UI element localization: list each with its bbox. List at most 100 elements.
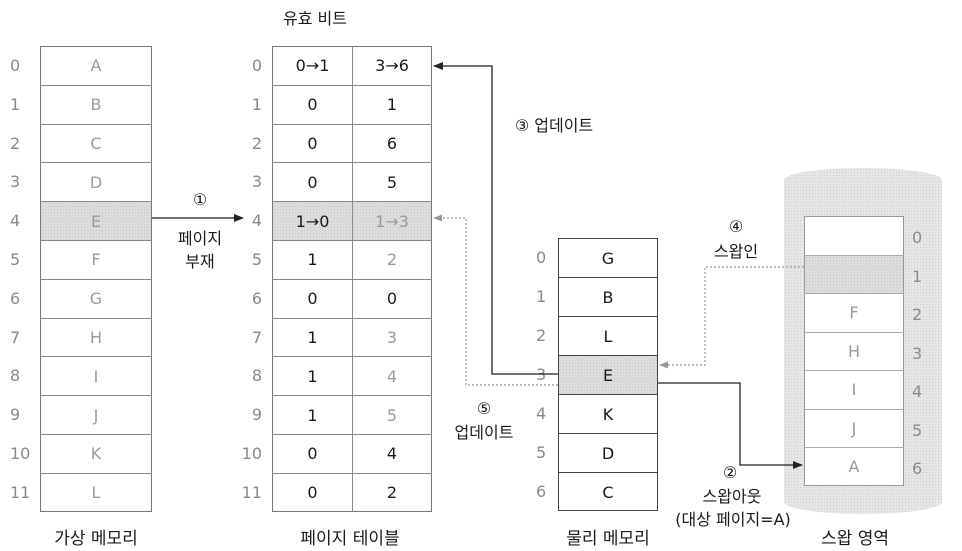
vm-divider	[40, 472, 152, 474]
pt-divider	[272, 278, 432, 280]
step2-label-line1: 스왑아웃	[702, 487, 762, 506]
pt-frame-number: 1	[386, 95, 398, 115]
vm-divider	[40, 434, 152, 435]
swap-index: 2	[912, 305, 923, 324]
pm-divider	[558, 277, 658, 278]
vm-index: 6	[10, 288, 21, 308]
vm-cell: H	[89, 327, 103, 347]
vm-cell: C	[90, 133, 102, 153]
arrow-swap-out	[658, 382, 803, 469]
pt-index: 3	[251, 172, 262, 192]
pt-divider	[272, 472, 432, 474]
step4-label: 스왑인	[713, 242, 759, 261]
arrow-update-5	[433, 214, 558, 386]
pt-valid-bit: 0	[307, 133, 318, 153]
vm-cell: J	[93, 405, 99, 425]
swap-divider	[804, 370, 904, 371]
swap-cell: I	[851, 380, 857, 400]
pt-valid-bit: 1	[307, 405, 318, 425]
vm-divider	[40, 84, 152, 86]
pt-index: 11	[241, 482, 262, 502]
swap-divider	[804, 293, 904, 294]
pm-cell: L	[603, 326, 613, 346]
vm-cell: K	[90, 444, 102, 464]
pt-divider	[272, 201, 432, 203]
vm-index: 1	[10, 94, 21, 114]
pm-cell: C	[602, 482, 614, 502]
pt-index: 5	[251, 250, 262, 269]
vm-index: 8	[10, 366, 21, 386]
pt-valid-bit: 0	[307, 444, 318, 464]
vm-cell: G	[89, 289, 103, 309]
valid-bit-label: 유효 비트	[283, 9, 347, 28]
vm-index: 3	[10, 172, 21, 192]
vm-index: 7	[10, 327, 21, 347]
swap-cell: A	[848, 457, 860, 477]
pt-valid-bit: 0	[307, 172, 318, 192]
vm-index: 11	[10, 482, 31, 502]
pt-divider	[272, 434, 432, 435]
pt-index: 7	[251, 327, 262, 347]
pm-cell: E	[559, 356, 657, 394]
vm-divider	[40, 317, 152, 319]
pt-divider	[272, 123, 432, 125]
vm-cell: I	[93, 366, 99, 386]
vm-index: 10	[10, 444, 31, 463]
physical-memory-caption: 물리 메모리	[566, 529, 650, 549]
pt-frame-number: 3→6	[375, 56, 409, 76]
pt-frame-number: 0	[386, 289, 398, 309]
vm-divider	[40, 395, 152, 397]
step3-label: ③ 업데이트	[514, 116, 594, 135]
pt-valid-bit: 0→1	[295, 56, 330, 76]
step5-label: 업데이트	[454, 423, 514, 442]
swap-index: 0	[912, 228, 923, 247]
pt-frame-number: 5	[386, 405, 398, 425]
pm-index: 5	[536, 443, 547, 462]
step4-number: ④	[728, 217, 744, 236]
pt-index: 1	[251, 94, 262, 114]
pt-divider	[272, 317, 432, 319]
pt-valid-bit: 1	[307, 250, 318, 270]
pt-index: 8	[251, 366, 262, 386]
pm-divider	[558, 433, 658, 434]
pm-index: 6	[536, 482, 547, 501]
pt-valid-bit: 0	[307, 95, 318, 115]
vm-divider	[40, 123, 152, 125]
swap-index: 4	[912, 382, 923, 401]
pm-index: 4	[536, 404, 547, 423]
pm-divider	[558, 394, 658, 395]
vm-cell: F	[91, 250, 101, 270]
swap-cell: H	[847, 341, 861, 361]
swap-index: 6	[912, 459, 923, 478]
vm-index: 9	[10, 405, 21, 425]
step1-label-line2: 부재	[185, 252, 215, 271]
pt-index: 2	[251, 133, 262, 153]
vm-cell: E	[41, 202, 151, 240]
swap-index: 5	[912, 420, 923, 440]
pt-valid-bit: 0	[307, 483, 318, 503]
swap-index: 1	[912, 266, 923, 286]
pm-cell: G	[601, 248, 615, 268]
swap-divider	[804, 331, 904, 333]
arrow-swap-in	[659, 266, 804, 369]
vm-index: 4	[10, 211, 21, 231]
pm-index: 0	[536, 248, 547, 267]
swap-index: 3	[912, 343, 923, 363]
step2-label-line2: (대상 페이지=A)	[675, 510, 791, 529]
swap-cell	[805, 255, 903, 293]
pm-divider	[558, 316, 658, 317]
pt-frame-number: 4	[386, 444, 398, 464]
pt-frame-number: 4	[386, 366, 398, 386]
pm-divider	[558, 355, 658, 356]
pt-index: 4	[251, 211, 262, 231]
pm-cell: K	[602, 404, 614, 424]
vm-divider	[40, 356, 152, 358]
pt-frame-number: 5	[386, 172, 398, 192]
vm-cell: D	[89, 172, 103, 192]
vm-cell: L	[91, 483, 101, 503]
swap-cell: J	[851, 418, 857, 438]
pm-divider	[558, 472, 658, 473]
pt-divider	[272, 395, 432, 397]
pm-cell: D	[601, 443, 615, 463]
